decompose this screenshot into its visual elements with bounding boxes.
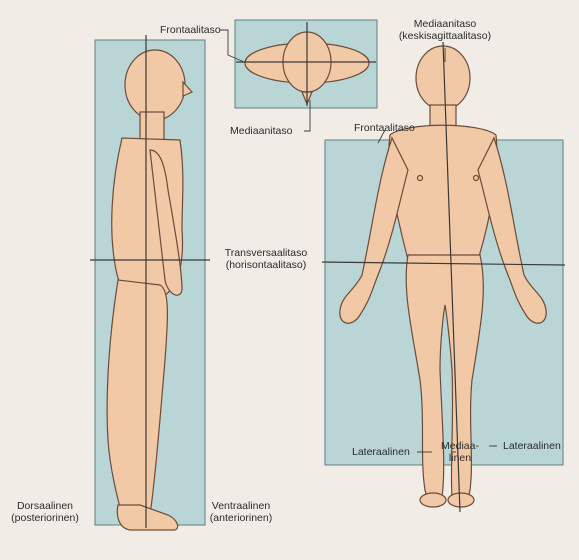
label-ventral: Ventraalinen (anteriorinen) <box>200 500 282 524</box>
label-median-top: Mediaanitaso <box>230 125 292 137</box>
label-transverse: Transversaalitaso (horisontaalitaso) <box>210 247 322 271</box>
label-dorsal: Dorsaalinen (posteriorinen) <box>0 500 90 524</box>
label-medial: Mediaa- linen <box>440 440 480 464</box>
label-lateral-left: Lateraalinen <box>352 446 410 458</box>
medial-line1: Mediaa- <box>440 440 480 452</box>
median-right-main: Mediaanitaso <box>395 18 495 30</box>
label-frontal-right: Frontaalitaso <box>354 122 415 134</box>
label-frontal-top: Frontaalitaso <box>160 24 221 36</box>
label-lateral-right: Lateraalinen <box>503 440 561 452</box>
dorsal-sub: (posteriorinen) <box>0 512 90 524</box>
front-left-foot <box>420 493 446 507</box>
transverse-sub: (horisontaalitaso) <box>210 259 322 271</box>
median-right-sub: (keskisagittaalitaso) <box>395 30 495 42</box>
ventral-main: Ventraalinen <box>200 500 282 512</box>
dorsal-main: Dorsaalinen <box>0 500 90 512</box>
front-neck <box>430 105 456 127</box>
medial-line2: linen <box>440 452 480 464</box>
label-median-right: Mediaanitaso (keskisagittaalitaso) <box>395 18 495 42</box>
front-right-foot <box>448 493 474 507</box>
front-nipple-left <box>418 176 423 181</box>
transverse-main: Transversaalitaso <box>210 247 322 259</box>
side-neck <box>140 112 164 140</box>
front-torso <box>389 125 497 260</box>
front-nipple-right <box>474 176 479 181</box>
side-head <box>125 50 185 120</box>
ventral-sub: (anteriorinen) <box>200 512 282 524</box>
